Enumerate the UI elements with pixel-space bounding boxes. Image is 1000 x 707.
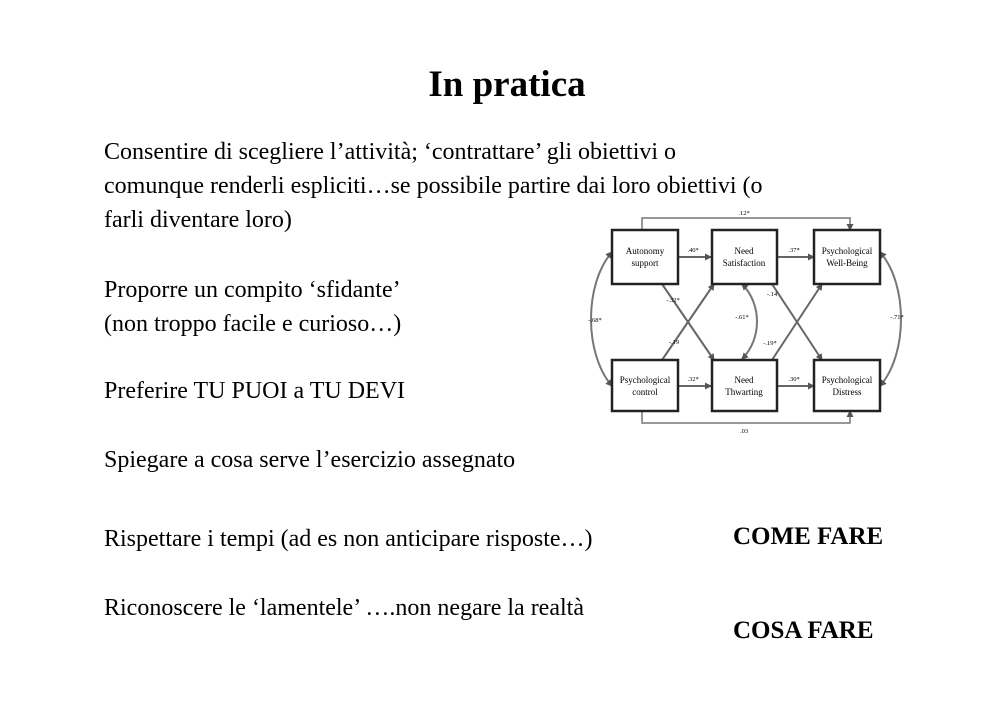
slide-title: In pratica: [428, 64, 586, 105]
coef-left-curve: -.68*: [588, 317, 602, 324]
paragraph-2-line-2: (non troppo facile e curioso…): [104, 311, 402, 337]
coef-auto-to-sat: .40*: [687, 247, 698, 254]
node-autonomy-line2: support: [632, 258, 659, 268]
paragraph-3: Preferire TU PUOI a TU DEVI: [104, 378, 406, 404]
coef-bottom-curve: .03: [740, 428, 748, 435]
coef-top-curve: .12*: [738, 210, 749, 217]
node-wellbeing-line1: Psychological: [822, 246, 873, 256]
left-curve: [590, 251, 613, 387]
right-curve: [879, 251, 902, 387]
node-distress-line1: Psychological: [822, 375, 873, 385]
node-autonomy-line1: Autonomy: [626, 246, 665, 256]
node-distress-box: [812, 358, 882, 413]
node-control-box: [610, 358, 680, 413]
node-distress-line2: Distress: [833, 387, 862, 397]
middle-curve: [741, 283, 758, 360]
paragraph-1-line-2: comunque renderli espliciti…se possibile…: [104, 173, 763, 199]
node-control-line2: control: [632, 387, 658, 397]
node-autonomy-box: [610, 228, 680, 286]
paragraph-5: Rispettare i tempi (ad es non anticipare…: [104, 526, 593, 552]
bottom-curve-arrow: [641, 410, 854, 424]
coef-ctrl-to-sat: -.19: [669, 339, 679, 346]
node-wellbeing-box: [812, 228, 882, 286]
thwart-to-wb-arrow: [771, 283, 823, 361]
node-thwarting-box: [710, 358, 779, 413]
coef-thwart-to-wb: -.19*: [763, 340, 777, 347]
paragraph-1-line-3: farli diventare loro): [104, 207, 292, 233]
ctrl-to-sat-arrow: [661, 283, 715, 361]
paragraph-1-line-1: Consentire di scegliere l’attività; ‘con…: [104, 139, 677, 165]
node-need-satisfaction-line1: Need: [735, 246, 754, 256]
node-control-line1: Psychological: [620, 375, 671, 385]
paragraph-2-line-1: Proporre un compito ‘sfidante’: [104, 277, 401, 303]
coef-sat-to-distress: -.14: [767, 291, 778, 298]
node-thwarting-line2: Thwarting: [725, 387, 763, 397]
node-need-satisfaction-line2: Satisfaction: [723, 258, 766, 268]
node-thwarting-line1: Need: [735, 375, 754, 385]
path-diagram: Autonomy support Need Satisfaction Psych…: [582, 204, 910, 440]
paragraph-4: Spiegare a cosa serve l’esercizio assegn…: [104, 447, 516, 473]
node-wellbeing-line2: Well-Being: [826, 258, 868, 268]
node-need-satisfaction-box: [710, 228, 779, 286]
coef-sat-to-wb: .37*: [788, 247, 799, 254]
top-curve-arrow: [641, 217, 854, 231]
paragraph-6: Riconoscere le ‘lamentele’ ….non negare …: [104, 595, 584, 621]
coef-right-curve: -.71*: [890, 314, 904, 321]
label-come-fare: COME FARE: [733, 523, 884, 550]
coef-auto-to-thwart: -.32*: [666, 297, 680, 304]
coef-ctrl-to-thwart: .32*: [687, 376, 698, 383]
coef-thwart-to-distress: .30*: [788, 376, 799, 383]
label-cosa-fare: COSA FARE: [733, 617, 874, 644]
coef-middle-curve: -.61*: [735, 314, 749, 321]
